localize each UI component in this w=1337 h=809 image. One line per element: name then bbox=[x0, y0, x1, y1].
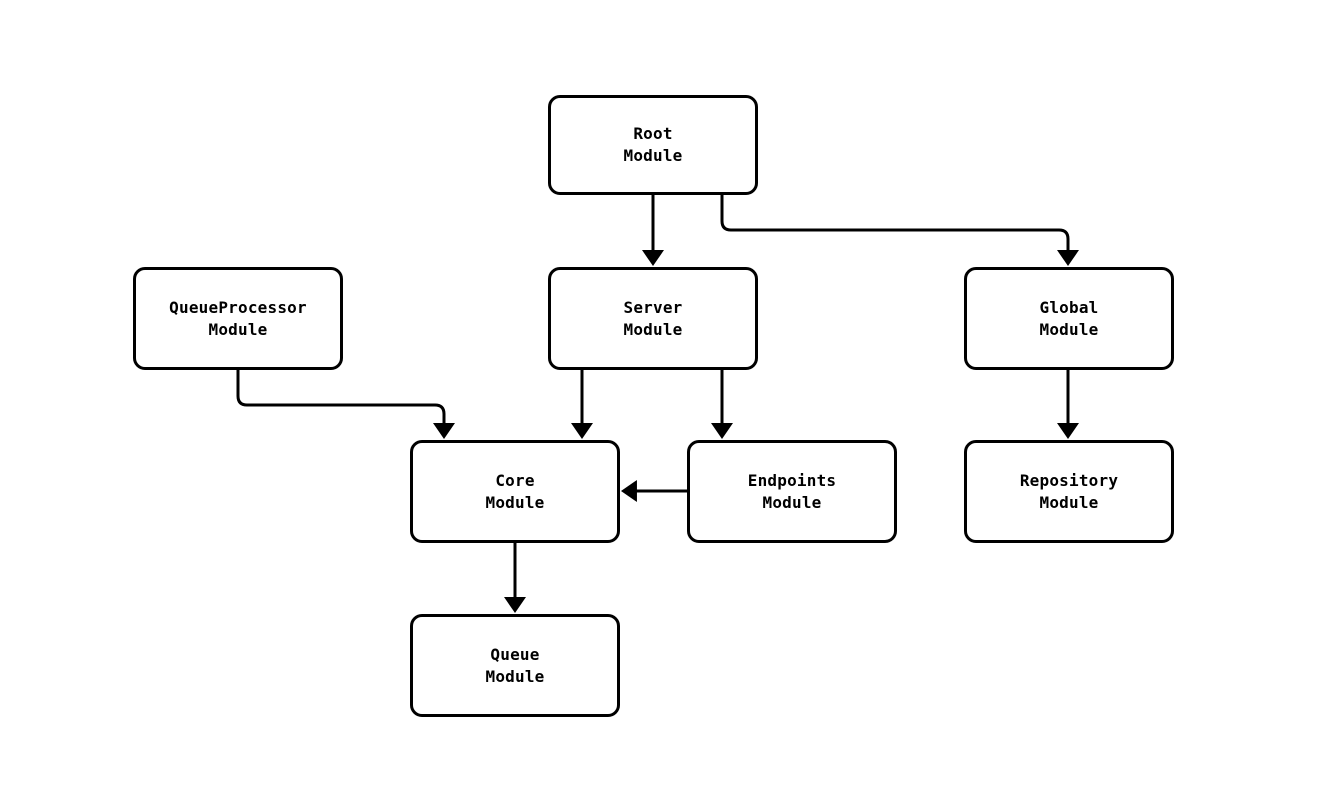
edge-arrowhead bbox=[571, 423, 593, 439]
node-label-primary: Repository bbox=[1019, 470, 1119, 490]
edge-core-to-queue bbox=[504, 543, 526, 613]
node-label-primary: Global bbox=[1039, 297, 1099, 317]
node-label-secondary: Module bbox=[623, 319, 683, 339]
node-label-primary: Core bbox=[495, 470, 535, 490]
node-label-secondary: Module bbox=[485, 666, 545, 686]
edge-global-to-repository bbox=[1057, 370, 1079, 439]
node-label-secondary: Module bbox=[485, 492, 545, 512]
edge-arrowhead bbox=[621, 480, 637, 502]
node-label-primary: Endpoints bbox=[747, 470, 837, 490]
node-label-secondary: Module bbox=[1039, 319, 1099, 339]
edge-line bbox=[720, 195, 1070, 258]
edge-arrowhead bbox=[433, 423, 455, 439]
edge-endpoints-to-core bbox=[621, 480, 687, 502]
node-label-secondary: Module bbox=[762, 492, 822, 512]
node-label-primary: QueueProcessor bbox=[169, 297, 307, 317]
edge-line bbox=[236, 370, 446, 431]
edge-root-to-global bbox=[720, 195, 1079, 266]
node-label-primary: Queue bbox=[490, 644, 540, 664]
node-label-secondary: Module bbox=[208, 319, 268, 339]
edge-arrowhead bbox=[1057, 250, 1079, 266]
edge-root-to-server bbox=[642, 195, 664, 266]
node-label-secondary: Module bbox=[1039, 492, 1099, 512]
edge-server-to-core bbox=[571, 370, 593, 439]
edge-arrowhead bbox=[711, 423, 733, 439]
node-label-primary: Server bbox=[623, 297, 683, 317]
edge-queueprocessor-to-core bbox=[236, 370, 455, 439]
node-label-secondary: Module bbox=[623, 146, 683, 165]
node-label-primary: Root bbox=[633, 124, 673, 143]
edge-arrowhead bbox=[1057, 423, 1079, 439]
edge-arrowhead bbox=[504, 597, 526, 613]
edge-server-to-endpoints bbox=[711, 370, 733, 439]
edge-arrowhead bbox=[642, 250, 664, 266]
